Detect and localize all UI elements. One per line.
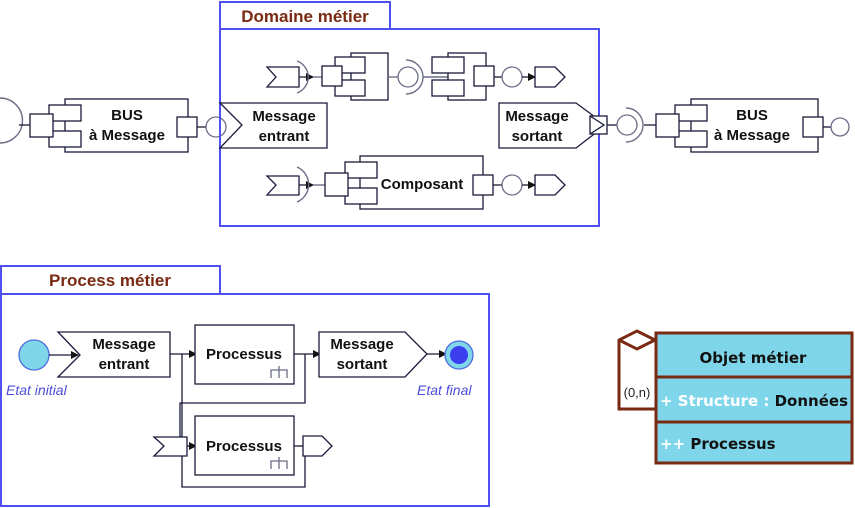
port-icon bbox=[321, 65, 343, 87]
final-state[interactable]: Etat final bbox=[417, 340, 474, 398]
bus-right-component[interactable]: BUS à Message bbox=[607, 98, 850, 153]
bus-left-label-1: BUS bbox=[111, 107, 143, 124]
composant-label: Composant bbox=[381, 176, 464, 193]
class-attribute: + Structure : Données bbox=[660, 392, 848, 410]
final-state-label: Etat final bbox=[417, 382, 472, 398]
bus-left-component[interactable]: BUS à Message bbox=[0, 97, 227, 153]
port-icon bbox=[802, 116, 824, 138]
multiplicity-label: (0,n) bbox=[624, 385, 651, 400]
send-event-icon bbox=[534, 174, 566, 196]
initial-state-label: Etat initial bbox=[6, 382, 68, 398]
label: Message bbox=[330, 336, 393, 353]
provided-interface-lollipop-icon bbox=[501, 174, 523, 196]
initial-state[interactable]: Etat initial bbox=[6, 339, 68, 398]
label: entrant bbox=[259, 128, 310, 145]
objet-metier-class[interactable]: (0,n) Objet métier + Structure : Données… bbox=[617, 329, 854, 465]
domaine-metier-title: Domaine métier bbox=[241, 7, 369, 26]
send-event-icon bbox=[534, 66, 566, 88]
class-operation: ++ Processus bbox=[660, 435, 776, 453]
provided-interface-lollipop-icon bbox=[501, 66, 523, 88]
bus-right-label-1: BUS bbox=[736, 107, 768, 124]
receive-event-icon bbox=[152, 436, 188, 457]
operation-name: Processus bbox=[690, 435, 775, 453]
domaine-top-component-chain[interactable] bbox=[265, 52, 566, 101]
processus-2-action[interactable]: Processus bbox=[152, 415, 333, 476]
send-event-icon bbox=[302, 435, 333, 457]
label: Message bbox=[92, 336, 155, 353]
attribute-visibility-name: + Structure : bbox=[660, 392, 775, 410]
process-message-entrant[interactable]: Message entrant bbox=[56, 331, 171, 378]
attribute-type: Données bbox=[775, 392, 848, 410]
bus-right-label-2: à Message bbox=[714, 127, 790, 144]
provided-interface-lollipop-icon bbox=[616, 114, 638, 136]
label: Message bbox=[505, 108, 568, 125]
label: Message bbox=[252, 108, 315, 125]
label: sortant bbox=[512, 128, 563, 145]
processus-1-label: Processus bbox=[206, 346, 282, 363]
processus-2-label: Processus bbox=[206, 438, 282, 455]
domaine-message-sortant[interactable]: Message sortant bbox=[498, 102, 608, 149]
call-behavior-rake-icon bbox=[270, 457, 288, 469]
bus-left-label-2: à Message bbox=[89, 127, 165, 144]
processus-1-action[interactable]: Processus bbox=[194, 324, 295, 385]
port-icon bbox=[29, 113, 54, 138]
process-metier-package: Process métier bbox=[0, 265, 490, 507]
process-metier-title: Process métier bbox=[49, 271, 171, 290]
port-icon bbox=[472, 174, 494, 196]
provided-interface-lollipop-icon bbox=[397, 66, 419, 88]
loop-flow bbox=[181, 354, 306, 488]
domaine-composant[interactable]: Composant bbox=[265, 155, 566, 210]
label: entrant bbox=[99, 356, 150, 373]
initial-state-icon bbox=[18, 339, 50, 371]
label: sortant bbox=[337, 356, 388, 373]
loop-flow bbox=[179, 354, 306, 437]
receive-event-icon bbox=[265, 66, 300, 88]
port-icon bbox=[655, 113, 680, 138]
provided-interface-lollipop-icon bbox=[830, 117, 850, 137]
port-icon bbox=[473, 65, 495, 87]
port-icon bbox=[324, 172, 349, 197]
receive-event-icon bbox=[265, 175, 300, 196]
call-behavior-rake-icon bbox=[270, 366, 288, 378]
class-name: Objet métier bbox=[700, 349, 807, 367]
provided-interface-lollipop-icon bbox=[205, 116, 227, 138]
required-interface-socket-icon bbox=[0, 97, 24, 144]
process-message-sortant[interactable]: Message sortant bbox=[318, 331, 428, 378]
operation-visibility: ++ bbox=[660, 435, 690, 453]
required-interface-socket-icon bbox=[625, 107, 644, 143]
domaine-message-entrant[interactable]: Message entrant bbox=[218, 102, 328, 149]
port-icon bbox=[176, 116, 198, 138]
